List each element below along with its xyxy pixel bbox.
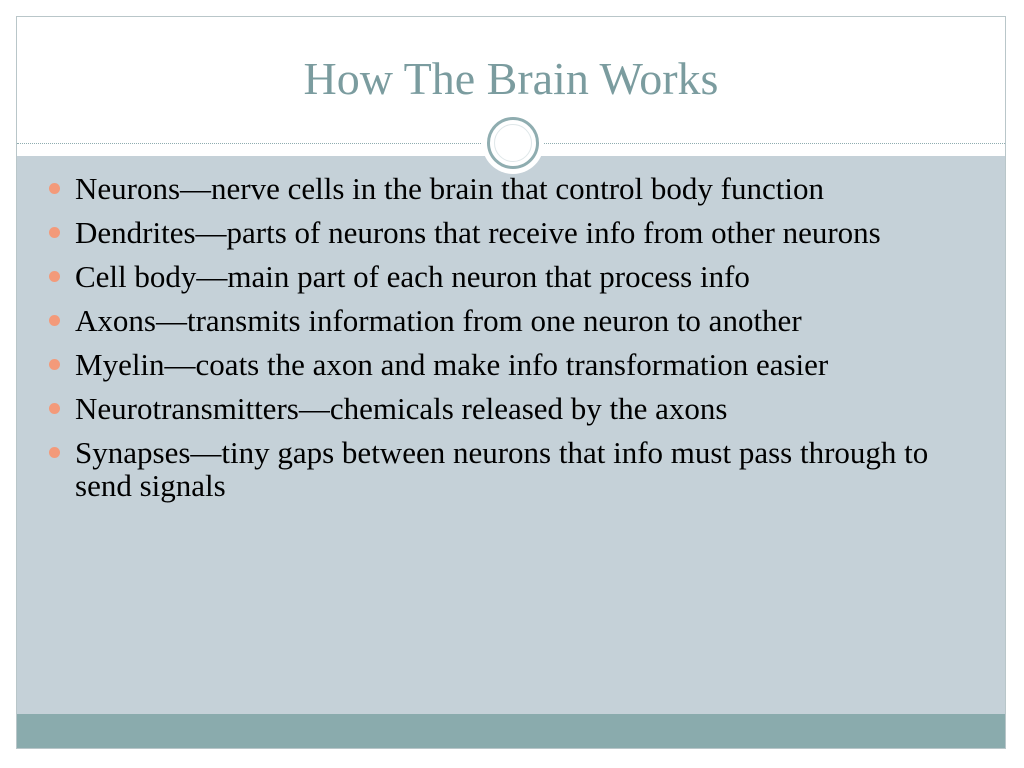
bullet-dot-icon <box>49 227 60 238</box>
content-area <box>17 156 1005 716</box>
slide-title: How The Brain Works <box>303 53 719 104</box>
bullet-text: Axons—transmits information from one neu… <box>75 303 802 338</box>
bullet-dot-icon <box>49 447 60 458</box>
bullet-item: Axons—transmits information from one neu… <box>49 304 984 337</box>
bullet-dot-icon <box>49 315 60 326</box>
slide: How The Brain Works Neurons—nerve cells … <box>16 16 1006 749</box>
footer-bar <box>17 714 1005 748</box>
bullet-dot-icon <box>49 183 60 194</box>
bullet-text: Cell body—main part of each neuron that … <box>75 259 750 294</box>
bullet-text: Neurotransmitters—chemicals released by … <box>75 391 728 426</box>
bullet-item: Neurons—nerve cells in the brain that co… <box>49 172 984 205</box>
bullet-dot-icon <box>49 271 60 282</box>
bullet-text: Neurons—nerve cells in the brain that co… <box>75 171 824 206</box>
bullet-item: Cell body—main part of each neuron that … <box>49 260 984 293</box>
bullet-item: Dendrites—parts of neurons that receive … <box>49 216 984 249</box>
ornament-ring-inner <box>494 124 532 162</box>
bullet-text: Dendrites—parts of neurons that receive … <box>75 215 881 250</box>
bullet-list: Neurons—nerve cells in the brain that co… <box>49 172 984 513</box>
bullet-item: Myelin—coats the axon and make info tran… <box>49 348 984 381</box>
bullet-text: Synapses—tiny gaps between neurons that … <box>75 435 929 503</box>
circle-ornament-icon <box>482 112 544 174</box>
bullet-dot-icon <box>49 403 60 414</box>
bullet-text: Myelin—coats the axon and make info tran… <box>75 347 829 382</box>
bullet-item: Synapses—tiny gaps between neurons that … <box>49 436 984 502</box>
bullet-item: Neurotransmitters—chemicals released by … <box>49 392 984 425</box>
bullet-dot-icon <box>49 359 60 370</box>
ornament-ring <box>487 117 539 169</box>
